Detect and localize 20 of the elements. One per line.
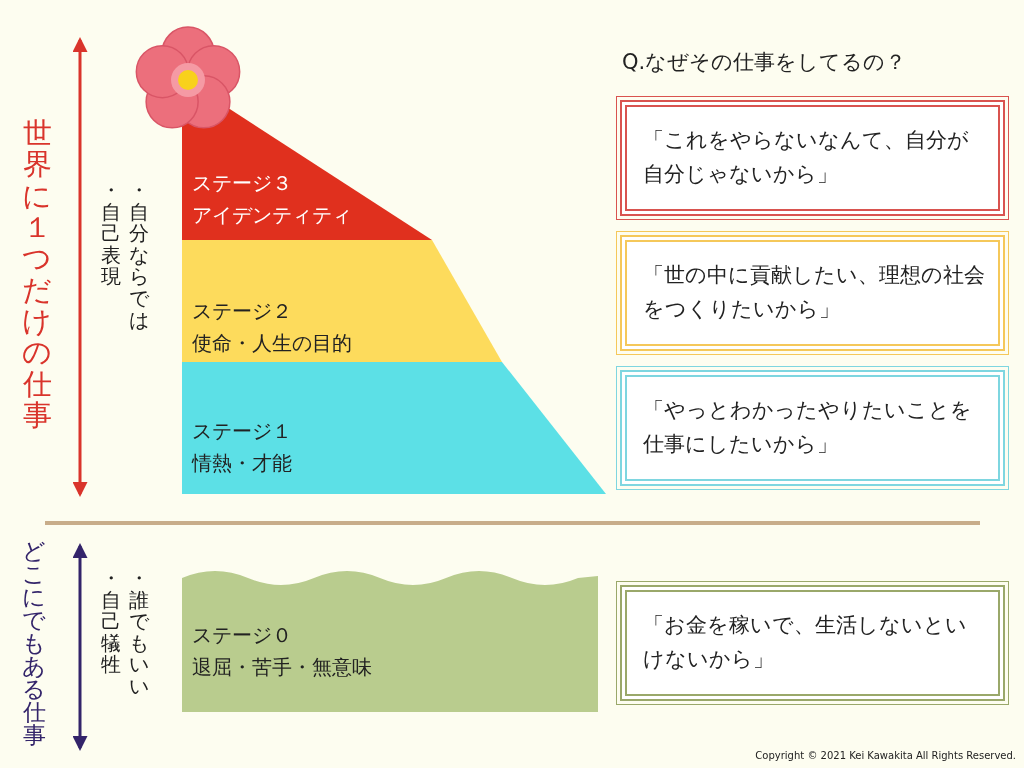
copyright-text: Copyright © 2021 Kei Kawakita All Rights Reserved. [755, 750, 1016, 761]
quote-text: 「お金を稼いで、生活しないといけないから」 [643, 612, 968, 673]
vertical-note: ・自分ならでは [128, 180, 149, 332]
quote-text: 「これをやらないなんて、自分が自分じゃないから」 [643, 127, 970, 188]
tier-heading: ステージ１ [192, 418, 292, 445]
vertical-note: ・誰でもいい [128, 568, 149, 698]
vertical-heading: どこにでもある仕事 [22, 540, 47, 747]
quote-text: 「世の中に貢献したい、理想の社会をつくりたいから」 [643, 262, 986, 323]
tier-text: 退屈・苦手・無意味 [192, 654, 372, 681]
quote-text: 「やっとわかったやりたいことを仕事にしたいから」 [643, 397, 973, 458]
vertical-note: ・自己表現 [100, 180, 121, 288]
tier-heading: ステージ２ [192, 298, 292, 325]
title: Q.なぜその仕事をしてるの？ [622, 49, 907, 76]
vertical-heading: 世界に１つだけの仕事 [22, 118, 53, 432]
tier-text: アイデンティティ [192, 202, 352, 229]
vertical-note: ・自己犠牲 [100, 568, 121, 676]
tier-text: 情熱・才能 [192, 450, 292, 477]
tier-heading: ステージ３ [192, 170, 292, 197]
tier-heading: ステージ０ [192, 622, 292, 649]
tier-text: 使命・人生の目的 [192, 330, 352, 357]
